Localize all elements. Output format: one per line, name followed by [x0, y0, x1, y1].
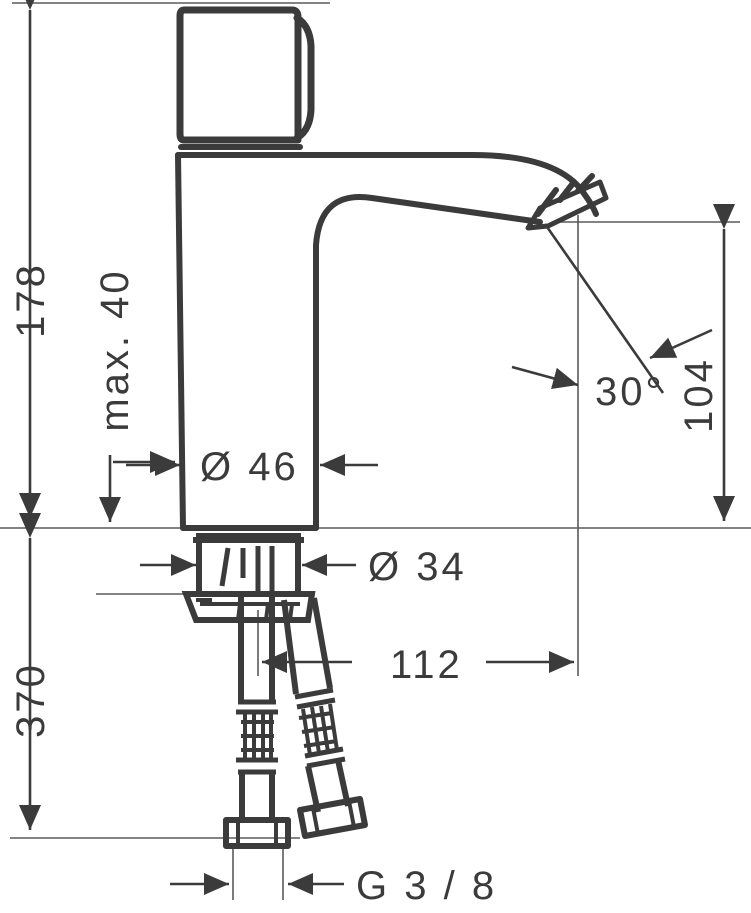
hose-left-nut: [223, 817, 291, 849]
dimension-label-178: 178: [9, 262, 53, 338]
dimension-label-d46: Ø 46: [200, 445, 299, 489]
dimension-label-angle: 30°: [595, 370, 665, 414]
dimension-angle-leader-right: [649, 328, 713, 360]
dimension-shank-diameter: Ø 34: [140, 545, 467, 589]
faucet-outline: [175, 6, 609, 531]
mounting-hardware: [181, 533, 316, 623]
shank-body: [196, 533, 301, 597]
dimension-connection-thread: G 3 / 8: [170, 864, 497, 908]
hose-left-lower: [239, 772, 275, 820]
dimension-max-mount: max. 40: [93, 268, 175, 522]
aerator-outline: [525, 179, 609, 231]
dimension-label-112: 112: [390, 643, 463, 687]
hose-right-weave: [298, 703, 339, 756]
handle-body: [176, 6, 302, 144]
hose-left-nut-faces: [236, 820, 278, 846]
hose-right-braid: [294, 687, 346, 769]
dimension-label-g38: G 3 / 8: [356, 864, 497, 908]
hose-right-nut-faces: [311, 800, 356, 835]
dimension-angle-leader-left: [511, 365, 579, 390]
body-left-edge: [175, 152, 186, 531]
dimension-spout-reach: 112: [262, 643, 574, 687]
handle-tab: [293, 14, 315, 142]
dimension-label-max40: max. 40: [93, 268, 137, 431]
dimension-label-104: 104: [677, 357, 721, 433]
dimension-body-diameter: Ø 46: [126, 445, 378, 489]
dimension-jet-angle: 30°: [511, 223, 713, 414]
spout-under-edge: [313, 194, 543, 531]
spout-top-edge: [175, 152, 599, 217]
dimension-label-370: 370: [9, 662, 53, 738]
shank-ribs: [219, 546, 275, 592]
dimension-hose-length: 370: [9, 513, 53, 830]
hose-left-outline: [238, 594, 275, 700]
dimension-height-total: 178: [9, 0, 53, 518]
hose-left-weave: [241, 714, 274, 758]
hose-left-braid: [236, 699, 278, 775]
dimension-angle-ray: [543, 223, 665, 394]
hose-right-outline: [281, 597, 333, 695]
dimension-label-d34: Ø 34: [368, 545, 467, 589]
hose-right-nut: [297, 796, 368, 839]
dimension-spout-height: 104: [677, 204, 735, 521]
connection-hoses: [223, 594, 368, 849]
